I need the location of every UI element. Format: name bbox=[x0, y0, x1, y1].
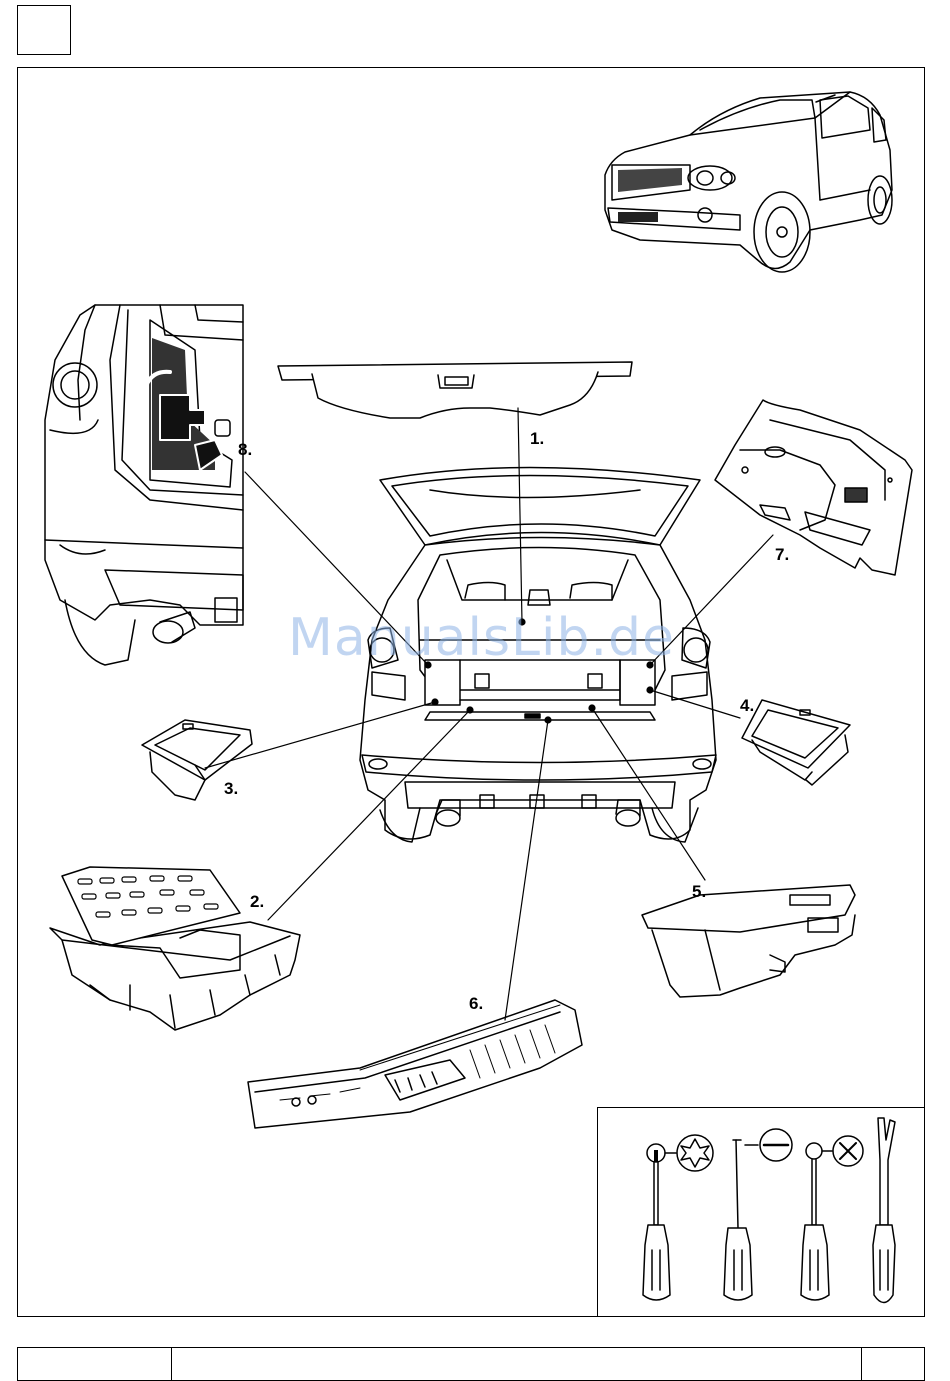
callout-7: 7. bbox=[775, 546, 789, 563]
callout-6: 6. bbox=[469, 995, 483, 1012]
side-storage-box bbox=[642, 885, 855, 997]
luggage-cover bbox=[278, 362, 632, 418]
callout-1: 1. bbox=[530, 430, 544, 447]
callout-3: 3. bbox=[224, 780, 238, 797]
rear-quarter-detail bbox=[45, 305, 243, 665]
car-front-illustration bbox=[605, 92, 892, 272]
tools-illustration bbox=[643, 1118, 895, 1303]
phillips-screwdriver bbox=[801, 1136, 863, 1300]
callout-8: 8. bbox=[238, 441, 252, 458]
fork-tip-icon bbox=[878, 1118, 895, 1225]
watermark-text: ManualsLib.de bbox=[288, 608, 675, 668]
sill-scuff-plate bbox=[248, 1000, 582, 1128]
callout-4: 4. bbox=[740, 697, 754, 714]
right-storage-bin bbox=[742, 700, 850, 785]
torx-screwdriver bbox=[643, 1135, 713, 1300]
callout-2: 2. bbox=[250, 893, 264, 910]
side-trim-panel bbox=[715, 400, 912, 575]
callout-5: 5. bbox=[692, 883, 706, 900]
trim-removal-tool bbox=[873, 1118, 895, 1303]
flat-screwdriver bbox=[724, 1129, 792, 1300]
